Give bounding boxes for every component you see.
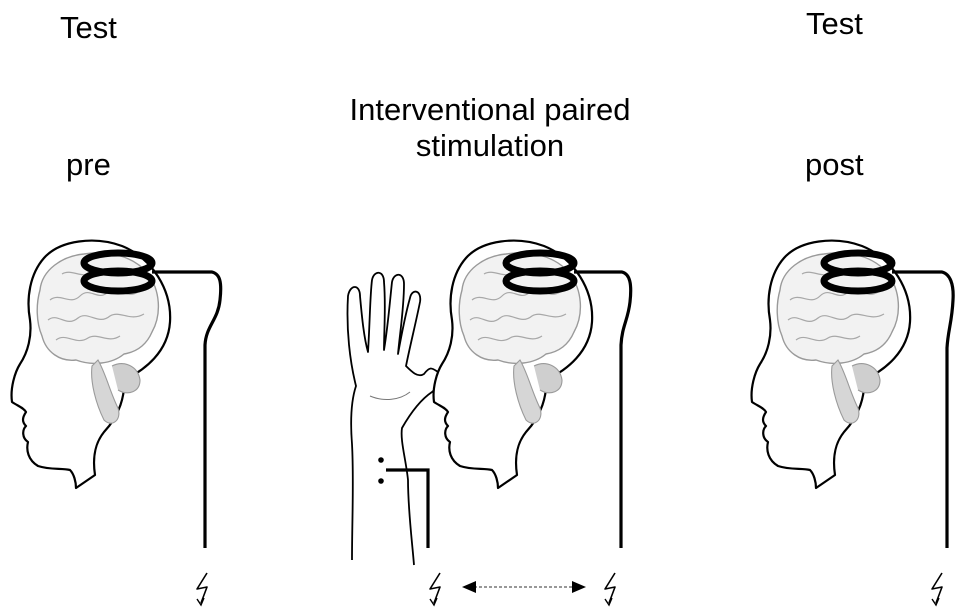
electrode-dot [378, 457, 384, 463]
electrode-dot [378, 478, 384, 484]
paired-interval-arrow [462, 581, 586, 593]
right-stimulus-icon [932, 573, 942, 605]
peripheral-stimulus-icon [430, 573, 440, 605]
left-stimulus-icon [197, 573, 207, 605]
center-stimulus-icon [605, 573, 615, 605]
